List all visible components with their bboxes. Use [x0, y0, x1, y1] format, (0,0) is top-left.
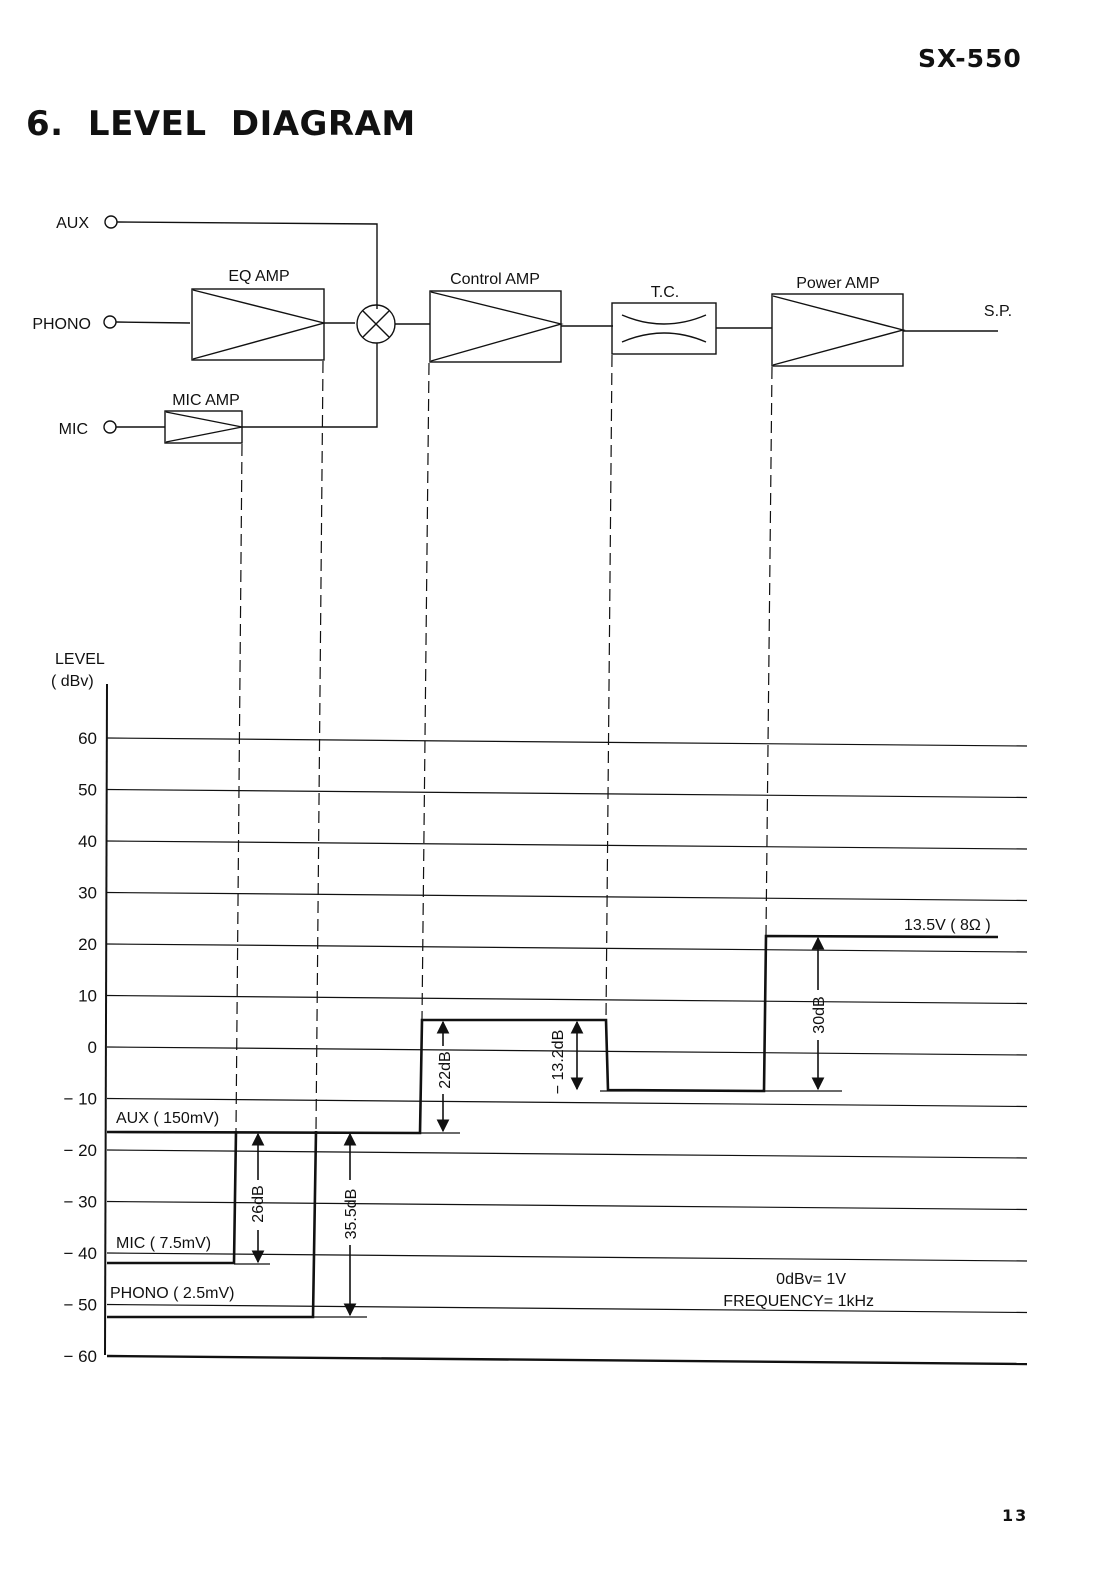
level-gridlines: [106, 737, 1028, 1366]
phono-signal-line: [115, 321, 191, 324]
frequency-note: FREQUENCY= 1kHz: [723, 1293, 874, 1310]
level-tick-label: − 20: [63, 1141, 97, 1160]
level-gridline: [106, 1252, 1028, 1262]
control-amp-projection: [421, 362, 430, 1020]
level-tick-label: 0: [88, 1038, 97, 1057]
tone-control-block: [611, 302, 717, 355]
level-gridline: [106, 891, 1028, 902]
level-tick-labels: 60 50 40 30 20 10 0 − 10 − 20 − 30 − 40 − 50 − 60: [63, 729, 97, 1366]
mic-signal-path: [107, 1130, 238, 1265]
mic-amp-block: [164, 410, 243, 444]
level-gridline: [106, 1149, 1028, 1159]
power-amp-gain-label: 30dB: [811, 996, 828, 1033]
mic-amp-label: MIC AMP: [172, 392, 240, 409]
control-amp-block: [429, 290, 562, 363]
level-tick-label: − 50: [63, 1296, 97, 1315]
model-number: SX-550: [918, 44, 1022, 73]
aux-input-jack: [104, 215, 118, 229]
mic-input-jack: [103, 420, 117, 434]
level-tick-label: 40: [78, 832, 97, 851]
level-gridline: [106, 994, 1028, 1005]
reference-lines: [234, 1090, 842, 1318]
level-tick-label: − 40: [63, 1244, 97, 1263]
level-axis-label: LEVEL: [55, 651, 105, 668]
page-number: 13: [1002, 1506, 1029, 1525]
phono-level-label: PHONO ( 2.5mV): [110, 1285, 234, 1302]
level-tick-label: 30: [78, 884, 97, 903]
block-diagram: [103, 215, 998, 444]
level-axis-unit: ( dBv): [51, 673, 94, 690]
eq-amp-label: EQ AMP: [228, 268, 289, 285]
speaker-output-label: S.P.: [984, 303, 1012, 320]
tone-control-curve: [621, 314, 707, 343]
mic-to-mixer-line: [242, 343, 378, 428]
level-gridline: [106, 788, 1028, 799]
level-tick-label: 50: [78, 781, 97, 800]
tone-control-label: T.C.: [651, 284, 679, 301]
control-amp-label: Control AMP: [450, 271, 540, 288]
gain-labels: 26dB 35.5dB 22dB − 13.2dB 30dB: [250, 996, 828, 1239]
level-tick-label: − 30: [63, 1193, 97, 1212]
reference-note: 0dBv= 1V: [776, 1271, 846, 1288]
level-tick-label: 10: [78, 987, 97, 1006]
eq-amp-gain-label: 35.5dB: [343, 1189, 360, 1240]
aux-label: AUX: [56, 215, 89, 232]
control-amp-triangle: [430, 291, 564, 362]
control-amp-gain-label: 22dB: [437, 1051, 454, 1088]
level-tick-label: − 10: [63, 1090, 97, 1109]
level-gridline: [106, 1046, 1028, 1056]
block-labels: AUX PHONO MIC EQ AMP MIC AMP Control AMP…: [32, 215, 1012, 438]
mic-amp-projection: [235, 443, 243, 1132]
level-gridline: [106, 1097, 1028, 1108]
phono-label: PHONO: [32, 316, 91, 333]
page-title: 6. LEVEL DIAGRAM: [26, 104, 416, 144]
eq-amp-projection: [315, 360, 324, 1132]
tone-control-projection: [605, 354, 613, 1020]
power-amp-triangle: [772, 295, 906, 366]
aux-signal-line: [116, 221, 378, 309]
mic-label: MIC: [59, 421, 88, 438]
phono-input-jack: [103, 315, 117, 329]
level-gridline: [106, 840, 1028, 850]
projection-lines: [235, 354, 773, 1132]
tone-control-loss-label: − 13.2dB: [550, 1030, 567, 1095]
power-amp-block: [771, 293, 904, 367]
main-signal-path: [106, 934, 999, 1135]
gain-arrows: [251, 936, 825, 1317]
eq-amp-triangle: [192, 289, 327, 360]
level-gridline: [106, 1200, 1028, 1211]
mic-level-label: MIC ( 7.5mV): [116, 1235, 211, 1252]
level-tick-label: 20: [78, 935, 97, 954]
power-amp-projection: [765, 366, 773, 936]
level-tick-label: 60: [78, 729, 97, 748]
mic-amp-triangle: [165, 411, 243, 443]
power-amp-label: Power AMP: [796, 275, 880, 292]
level-gridline: [106, 737, 1028, 747]
aux-level-label: AUX ( 150mV): [116, 1110, 219, 1127]
output-level-label: 13.5V ( 8Ω ): [904, 917, 991, 934]
level-gridline: [106, 1303, 1028, 1314]
eq-amp-block: [191, 288, 325, 361]
mic-amp-gain-label: 26dB: [250, 1185, 267, 1222]
level-gridline: [106, 943, 1028, 953]
level-tick-label: − 60: [63, 1347, 97, 1366]
signal-labels: AUX ( 150mV) MIC ( 7.5mV) PHONO ( 2.5mV)…: [110, 917, 991, 1310]
level-gridline: [106, 1354, 1028, 1366]
level-axis-line: [104, 683, 108, 1356]
